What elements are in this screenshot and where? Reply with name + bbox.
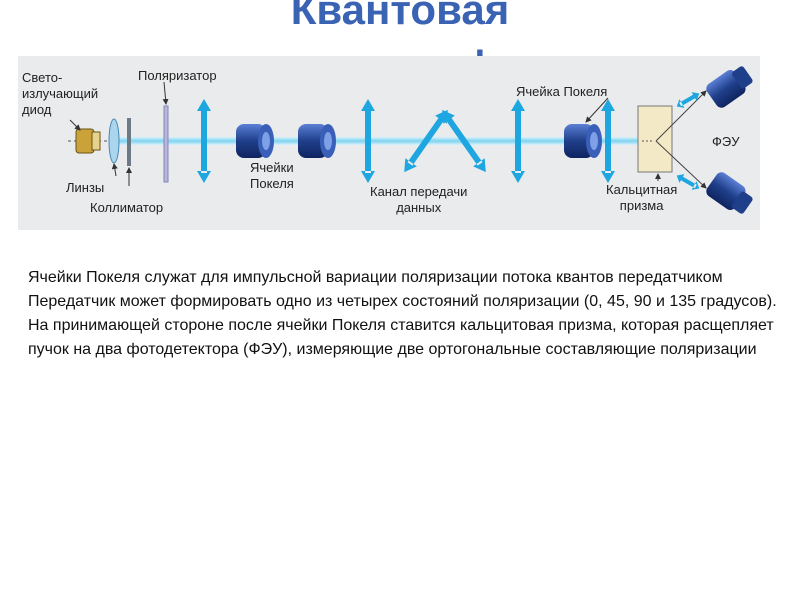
label-collimator: Коллиматор bbox=[90, 200, 164, 215]
polarization-arrows bbox=[197, 99, 615, 183]
label-channel: Канал передачи данных bbox=[370, 184, 467, 216]
pmt-upper-icon bbox=[706, 66, 753, 108]
label-polarizer: Поляризатор bbox=[138, 68, 217, 83]
lens-icon bbox=[108, 118, 120, 164]
label-lenses: Линзы bbox=[66, 180, 105, 195]
diagram-graphic bbox=[68, 66, 753, 214]
description-text: Ячейки Покеля служат для импульсной вари… bbox=[28, 266, 788, 362]
label-pockels-cell: Ячейка Покеля bbox=[516, 84, 608, 99]
pockels-cell-3-icon bbox=[564, 124, 602, 158]
paragraph-pockels: Ячейки Покеля служат для импульсной вари… bbox=[28, 269, 723, 286]
quantum-crypto-diagram: Свето- излучающий диод Поляризатор Линзы… bbox=[18, 56, 760, 230]
output-polarization-arrows bbox=[676, 92, 700, 190]
paragraph-receiver: На принимающей стороне после ячейки Поке… bbox=[28, 317, 774, 358]
label-led-text: Свето- излучающий диод bbox=[22, 70, 99, 117]
collimator-icon bbox=[127, 118, 131, 166]
label-pockels-cells-text: Ячейки Покеля bbox=[250, 160, 294, 191]
label-pmt: ФЭУ bbox=[712, 134, 740, 149]
label-pockels-cells: Ячейки Покеля bbox=[250, 160, 294, 192]
calcite-prism-icon bbox=[637, 90, 707, 189]
title-line-1: Квантовая bbox=[290, 0, 510, 33]
label-led: Свето- излучающий диод bbox=[22, 70, 98, 118]
led-icon bbox=[75, 128, 101, 154]
paragraph-transmitter: Передатчик может формировать одно из чет… bbox=[28, 293, 777, 310]
label-calcite-prism-text: Кальцитная призма bbox=[606, 182, 678, 213]
pockels-cell-1-icon bbox=[236, 124, 274, 158]
label-channel-text: Канал передачи данных bbox=[370, 184, 468, 215]
light-beam bbox=[118, 137, 638, 145]
label-calcite-prism: Кальцитная призма bbox=[606, 182, 677, 214]
polarizer-icon bbox=[163, 105, 169, 183]
pockels-cell-2-icon bbox=[298, 124, 336, 158]
pmt-lower-icon bbox=[706, 172, 753, 214]
